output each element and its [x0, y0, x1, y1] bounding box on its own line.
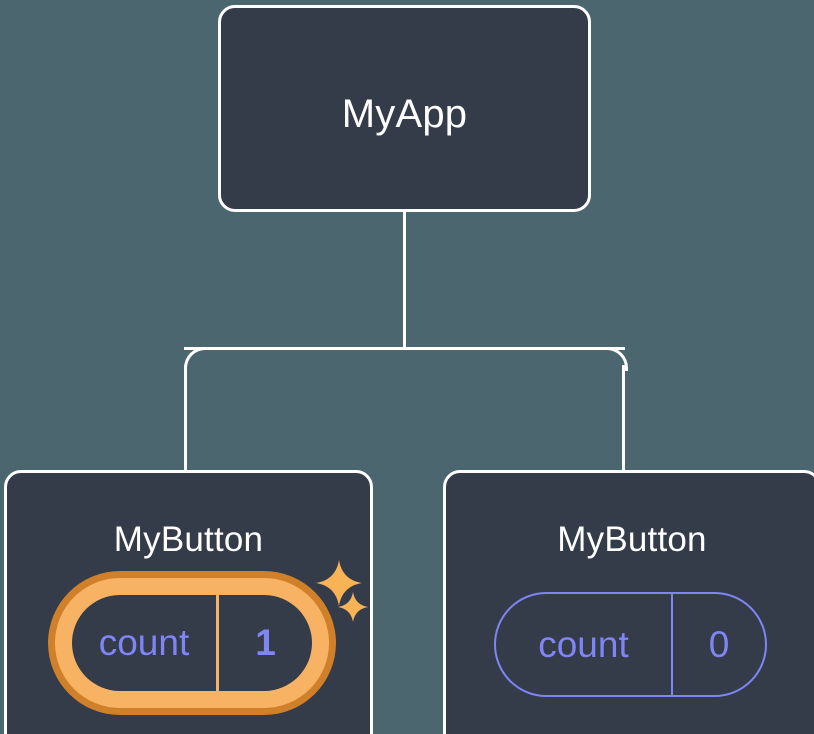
state-pill-body: count 1	[72, 595, 312, 691]
connector-root-trunk	[403, 210, 406, 350]
state-value-label: 0	[671, 594, 765, 695]
connector-drop-right-child	[622, 365, 625, 472]
connector-corner-left	[184, 347, 208, 371]
connector-drop-left-child	[184, 365, 187, 472]
state-value-label: 1	[216, 595, 312, 691]
state-pill-plain[interactable]: count 0	[494, 592, 767, 697]
sparkle-large-icon	[316, 560, 362, 606]
state-key-label: count	[98, 622, 190, 663]
node-mybutton-right-title: MyButton	[557, 520, 707, 559]
node-myapp[interactable]: MyApp	[218, 5, 591, 212]
node-myapp-title: MyApp	[341, 92, 468, 136]
state-key-label: count	[538, 623, 629, 665]
sparkle-small-icon	[338, 592, 368, 622]
connector-horizontal-bar	[184, 347, 625, 350]
node-mybutton-right[interactable]: MyButton count 0	[443, 470, 814, 734]
state-pill-highlighted[interactable]: count 1	[48, 571, 336, 715]
node-mybutton-left[interactable]: MyButton count 1	[4, 470, 373, 734]
node-mybutton-left-title: MyButton	[113, 520, 264, 559]
